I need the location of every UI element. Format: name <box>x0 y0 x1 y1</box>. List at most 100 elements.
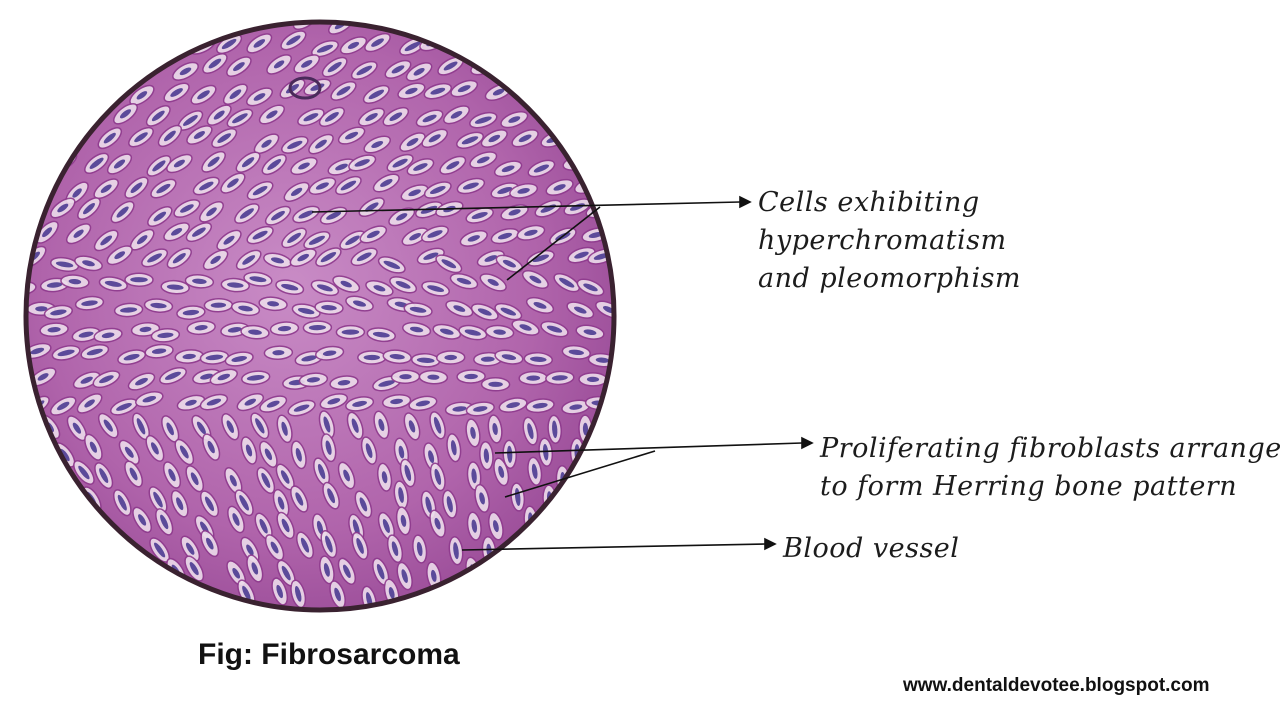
cell-nucleus <box>197 90 210 100</box>
cell-nucleus <box>519 324 532 331</box>
cell-nucleus <box>242 585 251 601</box>
cell-nucleus <box>422 114 437 123</box>
cell-nucleus <box>433 416 442 434</box>
cell-nucleus <box>398 445 405 459</box>
label-fibro-line2: to form Herring bone pattern <box>820 471 1238 502</box>
cell-nucleus <box>294 586 302 602</box>
arrowhead-fibro <box>801 436 814 450</box>
cell-nucleus <box>425 496 432 513</box>
cell-nucleus <box>251 562 259 575</box>
cell-nucleus <box>342 564 351 578</box>
cell-nucleus <box>347 41 360 49</box>
cell-nucleus <box>366 230 380 239</box>
cell-nucleus <box>336 86 351 96</box>
cell-nucleus <box>325 440 332 455</box>
cell-nucleus <box>217 133 232 143</box>
leader-fibro-1 <box>494 442 803 454</box>
cell-nucleus <box>207 156 220 167</box>
label-fibro-line1: Proliferating fibroblasts arranged <box>820 433 1280 464</box>
cell-nucleus <box>301 60 313 68</box>
cell-nucleus <box>229 89 242 100</box>
cell-nucleus <box>325 535 333 553</box>
cell-nucleus <box>261 139 272 148</box>
cell-nucleus <box>409 232 422 241</box>
cell-nucleus <box>306 377 320 383</box>
cell-nucleus <box>568 349 584 356</box>
cell-nucleus <box>168 468 176 482</box>
cell-nucleus <box>99 375 114 384</box>
cell-nucleus <box>376 563 385 580</box>
cell-nucleus <box>483 448 490 463</box>
figure-title: Fig: Fibrosarcoma <box>198 638 460 671</box>
cell-nucleus <box>389 112 403 121</box>
cell-nucleus <box>352 400 367 407</box>
cell-nucleus <box>532 402 548 409</box>
cell-nucleus <box>239 495 249 511</box>
cell-nucleus <box>213 110 225 120</box>
cell-nucleus <box>124 446 134 458</box>
cell-nucleus <box>517 187 530 194</box>
cell-nucleus <box>152 160 166 172</box>
cell-nucleus <box>441 259 457 269</box>
cell-nucleus <box>286 35 301 46</box>
cell-nucleus <box>427 230 443 238</box>
cell-nucleus <box>116 206 129 218</box>
cell-nucleus <box>474 116 492 124</box>
cell-nucleus <box>401 569 408 583</box>
cell-nucleus <box>170 88 183 97</box>
cell-nucleus <box>428 134 441 143</box>
cell-nucleus <box>227 178 239 188</box>
cell-nucleus <box>185 542 195 555</box>
cell-nucleus <box>372 331 390 338</box>
cell-nucleus <box>272 350 285 356</box>
cell-nucleus <box>552 420 558 439</box>
cell-nucleus <box>316 520 324 535</box>
cell-nucleus <box>153 211 167 222</box>
cell-nucleus <box>103 132 116 144</box>
cell-nucleus <box>185 399 197 406</box>
cell-nucleus <box>157 332 174 338</box>
cell-nucleus <box>334 587 341 602</box>
label-blood-vessel: Blood vessel <box>783 530 959 568</box>
label-vessel-line1: Blood vessel <box>783 533 960 564</box>
cell-nucleus <box>477 308 492 316</box>
cell-nucleus <box>129 467 138 481</box>
cell-nucleus <box>223 235 235 245</box>
cell-nucleus <box>529 275 542 284</box>
cell-nucleus <box>89 157 104 169</box>
cell-nucleus <box>104 280 122 287</box>
cell-nucleus <box>136 235 148 245</box>
cell-nucleus <box>431 569 437 582</box>
cell-nucleus <box>303 113 319 122</box>
cell-nucleus <box>273 60 285 69</box>
cell-nucleus <box>298 210 314 219</box>
cell-nucleus <box>86 348 103 356</box>
cell-nucleus <box>583 329 597 336</box>
cell-nucleus <box>408 420 416 433</box>
cell-nucleus <box>99 468 109 484</box>
cell-nucleus <box>398 487 404 503</box>
cell-nucleus <box>277 496 285 510</box>
cell-nucleus <box>253 39 266 48</box>
cell-nucleus <box>559 277 575 288</box>
cell-nucleus <box>390 398 403 405</box>
cell-nucleus <box>57 401 70 411</box>
cell-nucleus <box>526 375 541 381</box>
cell-nucleus <box>78 465 90 480</box>
cell-nucleus <box>173 159 185 168</box>
cell-nucleus <box>359 497 368 512</box>
cell-nucleus <box>444 354 457 361</box>
cell-nucleus <box>351 418 359 433</box>
cell-nucleus <box>206 537 214 550</box>
cell-nucleus <box>242 255 256 265</box>
cell-nucleus <box>83 202 95 215</box>
cell-nucleus <box>233 62 245 72</box>
cell-nucleus <box>364 202 379 212</box>
cell-nucleus <box>89 441 97 453</box>
cell-nucleus <box>192 227 206 237</box>
cell-nucleus <box>479 492 485 505</box>
cell-nucleus <box>190 472 199 486</box>
cell-nucleus <box>241 157 255 168</box>
cell-nucleus <box>500 307 517 316</box>
